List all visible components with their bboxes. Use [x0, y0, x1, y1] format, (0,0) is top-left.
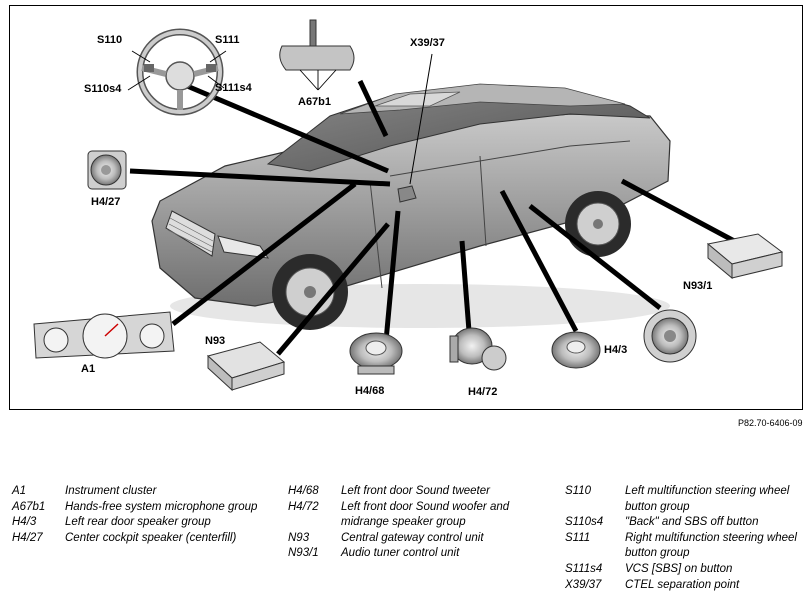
callout-s111: S111 [215, 34, 240, 46]
legend-description: CTEL separation point [625, 578, 740, 591]
gateway-control-unit-illustration [206, 341, 286, 392]
legend-entry: H4/27 Center cockpit speaker (centerfill) [12, 531, 272, 547]
legend-code: H4/3 [12, 516, 37, 529]
callout-a67b1: A67b1 [298, 96, 332, 108]
legend-code: S111 [565, 531, 591, 544]
rearview-mirror-illustration [279, 19, 355, 91]
legend-description: Left rear door speaker group [65, 516, 211, 529]
legend-code: S111s4 [565, 562, 603, 575]
legend-entry: S111s4 VCS [SBS] on button [565, 562, 805, 578]
car-illustration [151, 83, 671, 330]
diagram-frame: S110 S111 S110s4 S111s4 A67b1 X39/37 H4/… [9, 5, 803, 410]
legend-code: H4/72 [288, 500, 319, 513]
legend-code: H4/27 [12, 531, 43, 544]
diagram-artwork [33, 19, 784, 392]
legend-code: X39/37 [565, 578, 602, 591]
legend-entry: A1 Instrument cluster [12, 484, 272, 500]
legend-description: "Back" and SBS off button [625, 516, 759, 529]
audio-tuner-illustration [706, 233, 784, 280]
callout-s110: S110 [97, 34, 123, 46]
legend-entry: S110 Left multifunction steering wheel bu… [565, 484, 805, 515]
legend-entry: H4/3 Left rear door speaker group [12, 515, 272, 531]
centerfill-speaker-illustration [87, 150, 127, 190]
legend-entry: N93 Central gateway control unit [288, 531, 548, 547]
legend-description: Hands-free system microphone group [65, 500, 258, 513]
legend-description: Audio tuner control unit [341, 547, 460, 560]
callout-h4-72: H4/72 [468, 386, 498, 398]
legend-entry: H4/72 Left front door Sound woofer and mi… [288, 500, 548, 531]
callout-x39-37: X39/37 [410, 37, 445, 49]
legend-description: Center cockpit speaker (centerfill) [65, 531, 237, 544]
legend-description: Right multifunction steering wheel butto… [625, 531, 797, 560]
figure-reference-code: P82.70-6406-09 [738, 418, 803, 428]
legend-entry: S110s4 "Back" and SBS off button [565, 515, 805, 531]
callout-a1: A1 [81, 363, 96, 375]
legend-code: S110s4 [565, 516, 604, 529]
steering-wheel-illustration [127, 28, 227, 116]
legend-description: Left multifunction steering wheel button… [625, 485, 790, 513]
instrument-cluster-illustration [33, 311, 175, 359]
legend-code: A67b1 [12, 500, 46, 513]
rear-wheel [565, 191, 631, 257]
callout-h4-68: H4/68 [355, 385, 385, 397]
callout-s111s4: S111s4 [215, 82, 252, 94]
legend-entry: X39/37 CTEL separation point [565, 578, 805, 594]
rear-door-speaker-group-illustration [551, 309, 697, 369]
legend-description: Left front door Sound woofer and midrang… [341, 500, 510, 529]
legend-code: A1 [12, 485, 27, 497]
legend-entry: H4/68 Left front door Sound tweeter [288, 484, 548, 500]
legend-entry: S111 Right multifunction steering wheel b… [565, 531, 805, 562]
callout-h4-27: H4/27 [91, 196, 121, 208]
callout-n93: N93 [205, 335, 226, 347]
callout-h4-3: H4/3 [604, 344, 628, 356]
legend-code: N93/1 [288, 547, 319, 560]
legend-code: H4/68 [288, 485, 319, 497]
legend-description: VCS [SBS] on button [625, 562, 733, 575]
leader-lines [129, 53, 740, 356]
legend-column-3: S110 Left multifunction steering wheel bu… [565, 484, 805, 593]
callout-s110s4: S110s4 [84, 83, 122, 95]
legend-description: Central gateway control unit [341, 531, 484, 544]
legend-code: N93 [288, 531, 310, 544]
legend-description: Left front door Sound tweeter [341, 485, 490, 497]
callout-n93-1: N93/1 [683, 280, 713, 292]
legend-description: Instrument cluster [65, 485, 157, 497]
legend-entry: N93/1 Audio tuner control unit [288, 546, 548, 562]
legend-entry: A67b1 Hands-free system microphone group [12, 500, 272, 516]
tweeter-illustration [349, 332, 403, 375]
legend-code: S110 [565, 485, 592, 497]
woofer-midrange-group-illustration [449, 327, 507, 371]
